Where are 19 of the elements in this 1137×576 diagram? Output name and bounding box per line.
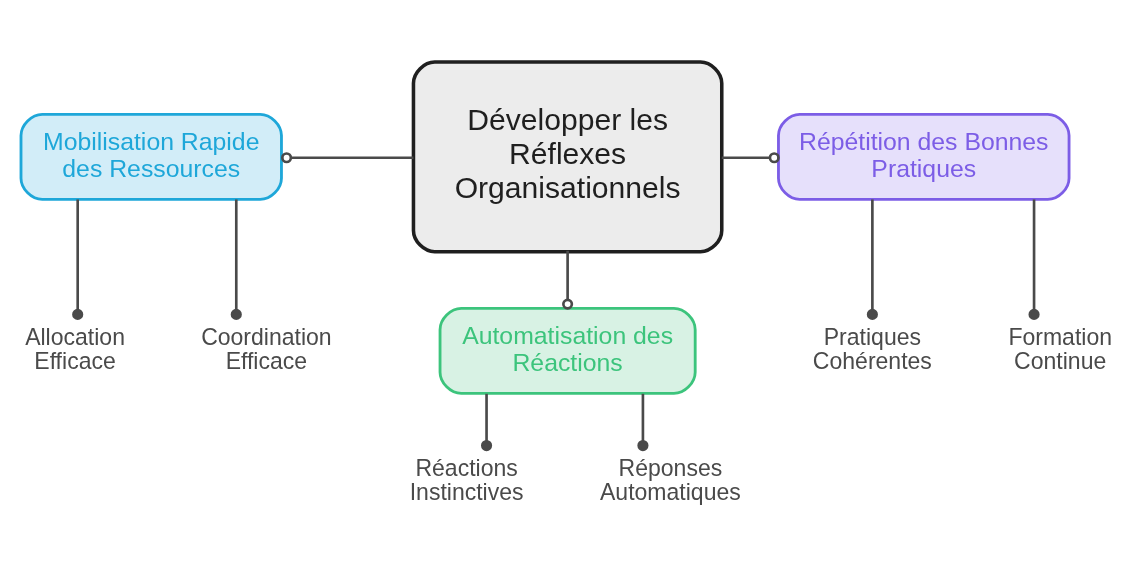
node-text: Coordination Efficace [201,323,332,375]
node-box: Mobilisation Rapide des Ressources [19,112,283,201]
node-text: Allocation Efficace [25,323,125,375]
connector [866,199,878,320]
node-text: Réactions Instinctives [409,454,524,506]
connector [637,393,649,452]
connector [721,152,780,164]
node-text: Formation Continue [1008,323,1112,375]
node-box: Développer les Réflexes Organisationnels [411,60,724,254]
node-box: Automatisation des Réactions [438,306,697,395]
connector [562,250,574,310]
connector [480,393,493,452]
node-box: Répétition des Bonnes Pratiques [777,112,1071,201]
connector [281,152,414,164]
connector [72,199,84,320]
connector [230,199,242,320]
node-text: Pratiques Cohérentes [812,323,932,375]
connector [1028,199,1040,320]
node-text: Réponses Automatiques [600,454,741,506]
